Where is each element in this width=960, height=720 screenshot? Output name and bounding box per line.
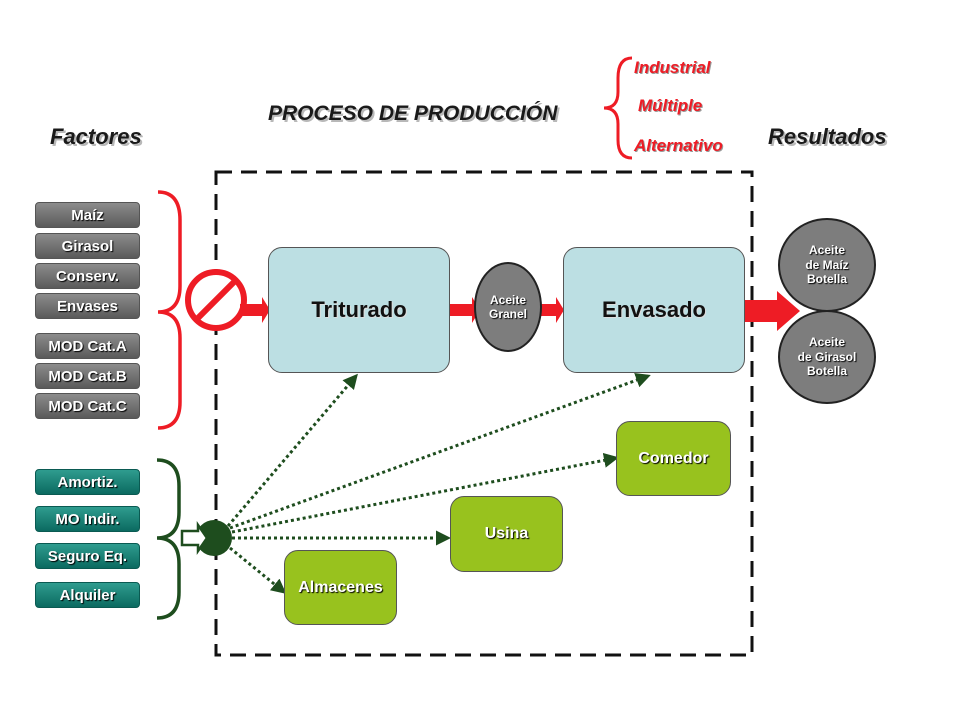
factor-amortiz: Amortiz.: [35, 469, 140, 495]
factores-heading: Factores: [50, 124, 142, 149]
support-usina: Usina: [450, 496, 563, 572]
dotted-arrow-almacenes: [229, 546, 287, 594]
dotted-arrow-envasado: [229, 373, 651, 530]
intermediate-line2: Granel: [488, 307, 527, 321]
result-2-line2: de Girasol: [797, 349, 857, 364]
factor-girasol: Girasol: [35, 233, 140, 259]
factor-mod-cat-c: MOD Cat.C: [35, 393, 140, 419]
process-triturado: Triturado: [268, 247, 450, 373]
support-comedor: Comedor: [616, 421, 731, 496]
factor-envases: Envases: [35, 293, 140, 319]
arrow-granel-envasado: [540, 297, 564, 323]
result-aceite-girasol: Aceite de Girasol Botella: [778, 310, 876, 404]
result-2-line3: Botella: [806, 364, 847, 379]
result-1-line3: Botella: [806, 272, 847, 287]
support-usina-label: Usina: [484, 525, 529, 542]
resultados-heading: Resultados: [768, 124, 887, 149]
process-envasado-label: Envasado: [602, 297, 706, 322]
support-comedor-label: Comedor: [638, 450, 709, 467]
support-almacenes: Almacenes: [284, 550, 397, 625]
indirect-factors-brace: [156, 458, 181, 620]
factor-mod-cat-b: MOD Cat.B: [35, 363, 140, 389]
factor-alquiler: Alquiler: [35, 582, 140, 608]
factor-maiz: Maíz: [35, 202, 140, 228]
result-1-line1: Aceite: [808, 243, 846, 258]
dotted-arrow-triturado: [226, 373, 358, 527]
factor-conserv: Conserv.: [35, 263, 140, 289]
support-almacenes-label: Almacenes: [298, 579, 383, 596]
process-boundary: [214, 170, 754, 657]
options-brace: [603, 56, 633, 160]
result-2-line1: Aceite: [808, 335, 846, 350]
factor-seguro-eq: Seguro Eq.: [35, 543, 140, 569]
hub-circle-icon: [180, 520, 232, 556]
option-alternativo: Alternativo: [634, 136, 723, 155]
intermediate-line1: Aceite: [489, 292, 527, 307]
prohibition-icon: [185, 269, 247, 331]
direct-factors-brace: [157, 190, 182, 430]
dotted-arrow-comedor: [231, 452, 619, 534]
intermediate-aceite-granel: Aceite Granel: [474, 262, 542, 352]
page-title: PROCESO DE PRODUCCIÓN: [268, 102, 558, 125]
factor-mo-indir: MO Indir.: [35, 506, 140, 532]
result-1-line2: de Maíz: [805, 257, 849, 272]
arrow-to-triturado: [240, 297, 270, 323]
factor-mod-cat-a: MOD Cat.A: [35, 333, 140, 359]
result-aceite-maiz: Aceite de Maíz Botella: [778, 218, 876, 312]
arrow-to-results: [745, 291, 800, 331]
option-multiple: Múltiple: [638, 96, 703, 115]
process-triturado-label: Triturado: [311, 297, 407, 322]
process-envasado: Envasado: [563, 247, 745, 373]
option-industrial: Industrial: [634, 58, 711, 77]
